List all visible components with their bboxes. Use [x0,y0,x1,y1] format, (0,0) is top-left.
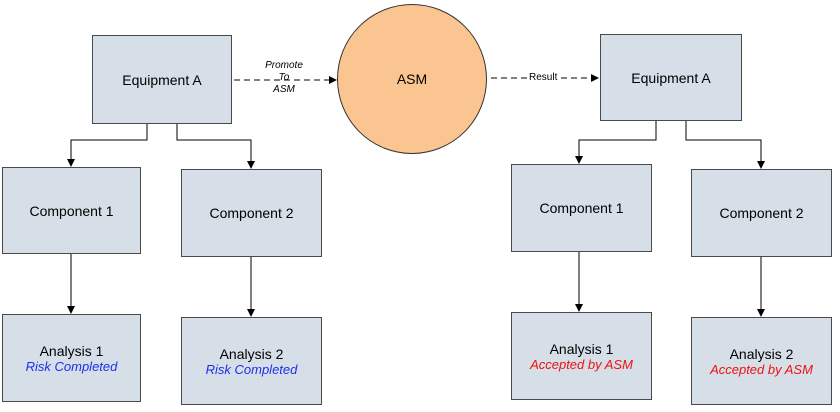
connector-eq-right-comp1 [575,121,657,164]
component-1-right: Component 1 [511,164,652,252]
analysis-2-left: Analysis 2 Risk Completed [181,317,322,405]
analysis-2-right-status: Accepted by ASM [710,361,813,377]
analysis-1-left: Analysis 1 Risk Completed [2,314,141,402]
component-2-left: Component 2 [181,169,322,257]
analysis-1-right: Analysis 1 Accepted by ASM [511,312,652,400]
analysis-1-right-title: Analysis 1 [549,340,614,357]
asm-label: ASM [396,71,428,87]
equipment-a-right-label: Equipment A [631,69,711,86]
promote-label-line1: Promote [265,60,303,71]
analysis-1-right-status: Accepted by ASM [530,356,633,372]
component-2-left-label: Component 2 [209,205,294,221]
result-label: Result [528,72,559,84]
analysis-1-left-title: Analysis 1 [39,342,104,359]
analysis-2-right: Analysis 2 Accepted by ASM [691,317,832,405]
equipment-a-left: Equipment A [92,35,232,124]
component-1-right-label: Component 1 [539,200,624,216]
connector-eq-left-comp2 [176,124,255,169]
analysis-2-left-title: Analysis 2 [219,345,284,362]
equipment-a-right: Equipment A [600,34,742,121]
component-1-left-label: Component 1 [29,202,114,219]
promote-label-line3: ASM [273,84,295,95]
promote-label: Promote To ASM [256,60,312,96]
connector-eq-left-comp1 [67,124,148,167]
component-2-right-label: Component 2 [719,205,804,221]
equipment-a-left-label: Equipment A [122,71,202,88]
asm-circle: ASM [337,4,487,154]
analysis-1-left-status: Risk Completed [25,358,118,374]
component-1-left: Component 1 [2,167,141,254]
connector-eq-right-comp2 [685,121,765,169]
analysis-2-left-status: Risk Completed [205,361,298,377]
promote-label-line2: To [278,72,290,83]
analysis-2-right-title: Analysis 2 [729,345,794,362]
component-2-right: Component 2 [691,169,832,257]
